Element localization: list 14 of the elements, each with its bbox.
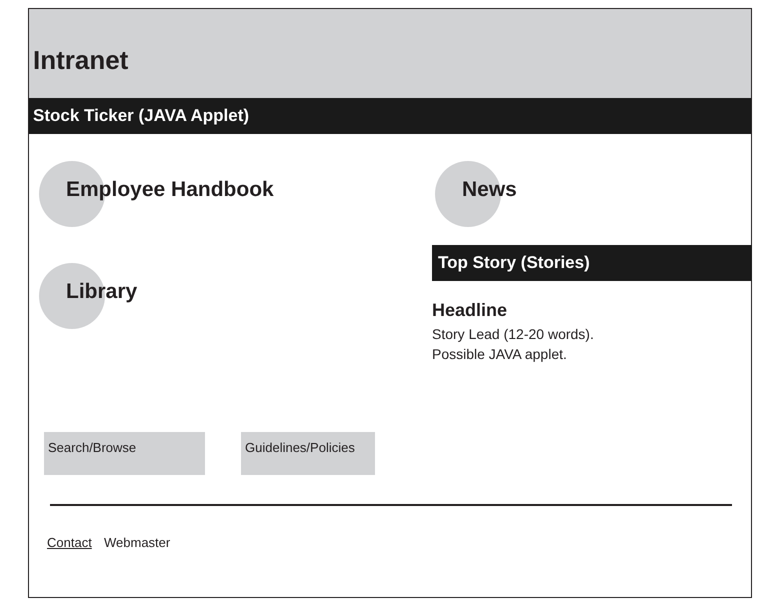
policies-link-box: Guidelines/Policies [241, 432, 375, 475]
ticker-bar: Stock Ticker (JAVA Applet) [29, 98, 751, 134]
search-link-box: Search/Browse [44, 432, 205, 475]
section-heading: News [462, 178, 517, 202]
note-text: Possible JAVA applet. [432, 346, 567, 362]
header-band [29, 9, 751, 98]
story-bar: Top Story (Stories) [432, 245, 752, 281]
footer-text: Webmaster [104, 535, 170, 550]
contact-link: Contact [47, 535, 92, 550]
story-lead-text: Story Lead (12-20 words). [432, 326, 594, 342]
headline-text: Headline [432, 300, 508, 321]
section-heading: Employee Handbook [66, 178, 274, 202]
section-heading: Library [66, 280, 138, 304]
page-title: Intranet [33, 45, 128, 76]
